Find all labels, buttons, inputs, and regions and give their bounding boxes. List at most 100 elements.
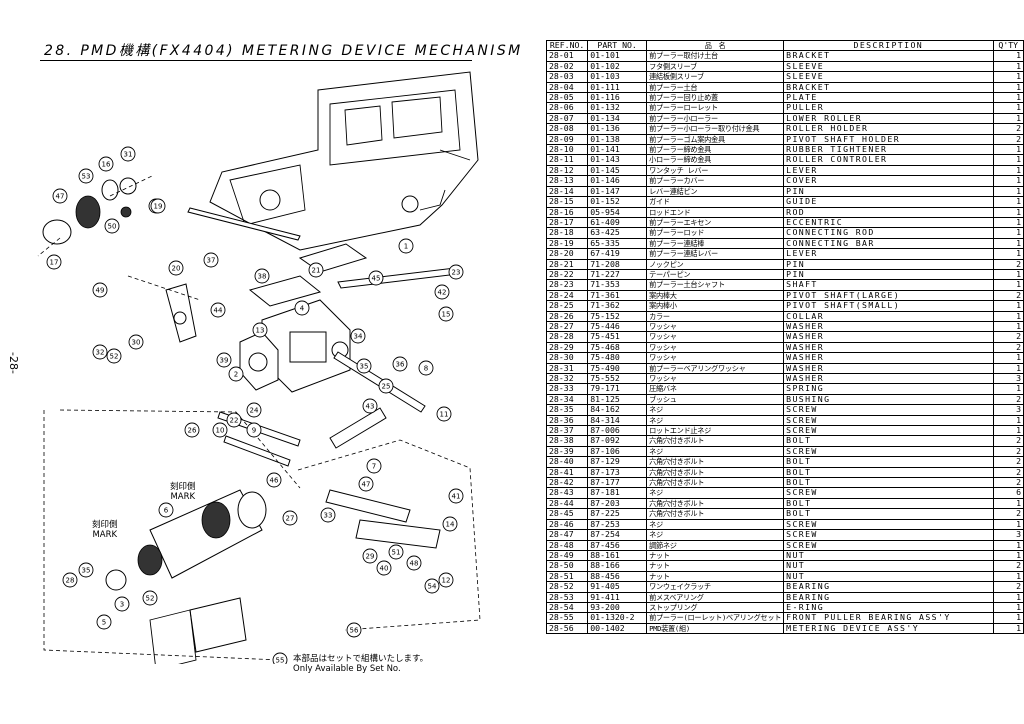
cell-name-jp: 前プーラーローレット xyxy=(646,102,785,114)
callout-number: 44 xyxy=(214,307,223,315)
cell-description: SCREW xyxy=(783,487,994,499)
cell-part-no: 01-136 xyxy=(587,123,648,135)
cell-description: WASHER xyxy=(783,320,994,333)
cell-description: CONNECTING BAR xyxy=(783,237,994,250)
cell-ref-no: 28-33 xyxy=(545,383,589,395)
cell-qty: 1 xyxy=(992,154,1024,166)
callout-bubble xyxy=(438,306,454,322)
cell-name-jp: 前プーラーエキセン xyxy=(646,216,785,229)
cell-name-jp: PMD装置(組) xyxy=(646,622,785,635)
cell-part-no: 81-125 xyxy=(587,393,648,406)
mark-label-lower: 刻印側 MARK xyxy=(92,520,118,540)
cell-ref-no: 28-35 xyxy=(545,404,589,416)
callout-number: 11 xyxy=(440,411,449,419)
callout-number: 33 xyxy=(324,512,333,520)
cell-part-no: 91-411 xyxy=(587,591,648,603)
cell-part-no: 75-490 xyxy=(587,362,648,375)
cell-qty: 1 xyxy=(992,320,1024,333)
puller-axis xyxy=(37,175,201,301)
cell-qty: 2 xyxy=(992,560,1024,572)
callout-bubble xyxy=(362,398,378,414)
cell-description: BOLT xyxy=(783,456,994,468)
cell-qty: 1 xyxy=(992,300,1024,312)
cell-name-jp: ノックピン xyxy=(646,258,785,270)
cell-description: BOLT xyxy=(783,508,994,520)
cell-name-jp: 圧縮バネ xyxy=(646,383,785,395)
callout-bubble xyxy=(392,356,408,372)
title-underline xyxy=(40,60,472,61)
callout-bubble xyxy=(378,378,394,394)
callout-bubble xyxy=(92,282,108,298)
cell-ref-no: 28-43 xyxy=(545,487,589,499)
cell-name-jp: ネジ xyxy=(646,518,785,531)
cell-name-jp: 六角穴付きボルト xyxy=(646,477,785,489)
cell-part-no: 87-106 xyxy=(587,445,648,458)
cell-part-no: 88-166 xyxy=(587,560,648,572)
cell-description: SHAFT xyxy=(783,279,994,291)
cell-qty: 1 xyxy=(992,497,1024,510)
callout-bubble xyxy=(448,264,464,280)
cell-part-no: 71-361 xyxy=(587,289,648,302)
cell-description: LOWER ROLLER xyxy=(783,112,994,125)
cell-description: NUT xyxy=(783,549,994,562)
callout-number: 20 xyxy=(172,265,181,273)
cell-part-no: 01-145 xyxy=(587,164,648,177)
parts-table: REF.NO. PART NO. 品 名 DESCRIPTION Q'TY 28… xyxy=(545,39,1024,635)
cell-name-jp: 調節ネジ xyxy=(646,539,785,551)
cell-ref-no: 28-28 xyxy=(545,331,589,343)
cell-name-jp: 前プーラー(ローレット)ベアリングセット xyxy=(646,612,785,624)
cell-name-jp: ネジ xyxy=(646,445,785,458)
header-ref-no: REF.NO. xyxy=(545,39,589,52)
cell-description: BOLT xyxy=(783,497,994,510)
callout-bubble xyxy=(362,548,378,564)
callout-number: 2 xyxy=(234,371,238,379)
cell-ref-no: 28-42 xyxy=(545,477,589,489)
cell-part-no: 71-362 xyxy=(587,300,648,312)
callout-bubble xyxy=(448,488,464,504)
callout-number: 55 xyxy=(276,657,285,665)
cell-part-no: 87-173 xyxy=(587,466,648,479)
cell-ref-no: 28-07 xyxy=(545,112,589,125)
cell-qty: 1 xyxy=(992,518,1024,531)
cell-qty: 1 xyxy=(992,310,1024,322)
cell-qty: 1 xyxy=(992,352,1024,364)
callout-bubble xyxy=(434,284,450,300)
callout-number: 50 xyxy=(108,223,117,231)
callout-number: 51 xyxy=(392,549,401,557)
page-title: 28. PMD機構(FX4404) METERING DEVICE MECHAN… xyxy=(44,43,523,59)
callout-bubble xyxy=(184,422,200,438)
callout-bubble xyxy=(436,406,452,422)
cell-part-no: 01-102 xyxy=(587,60,648,73)
cell-description: WASHER xyxy=(783,341,994,354)
cell-name-jp: ワッシャ xyxy=(646,352,785,364)
cell-description: ROLLER HOLDER xyxy=(783,123,994,135)
cell-qty: 1 xyxy=(992,414,1024,427)
cell-qty: 1 xyxy=(992,81,1024,94)
callout-number: 10 xyxy=(216,427,225,435)
cell-description: WASHER xyxy=(783,362,994,375)
cell-part-no: 01-138 xyxy=(587,133,648,146)
callout-bubble xyxy=(346,622,362,638)
cell-name-jp: ガイド xyxy=(646,196,785,208)
cell-description: SCREW xyxy=(783,529,994,541)
callout-number: 14 xyxy=(446,521,455,529)
callout-number: 25 xyxy=(382,383,391,391)
header-part-no: PART NO. xyxy=(587,39,648,52)
cell-description: SCREW xyxy=(783,445,994,458)
cell-name-jp: 前プーラーベアリングワッシャ xyxy=(646,362,785,375)
header-name-jp: 品 名 xyxy=(646,39,785,52)
cell-name-jp: ナット xyxy=(646,549,785,562)
callout-bubble xyxy=(226,412,242,428)
assembly-boundary xyxy=(43,410,281,661)
cell-part-no: 65-335 xyxy=(587,237,648,250)
cell-ref-no: 28-46 xyxy=(545,518,589,531)
mark-label-lower-jp: 刻印側 xyxy=(92,520,118,530)
cell-ref-no: 28-15 xyxy=(545,196,589,208)
